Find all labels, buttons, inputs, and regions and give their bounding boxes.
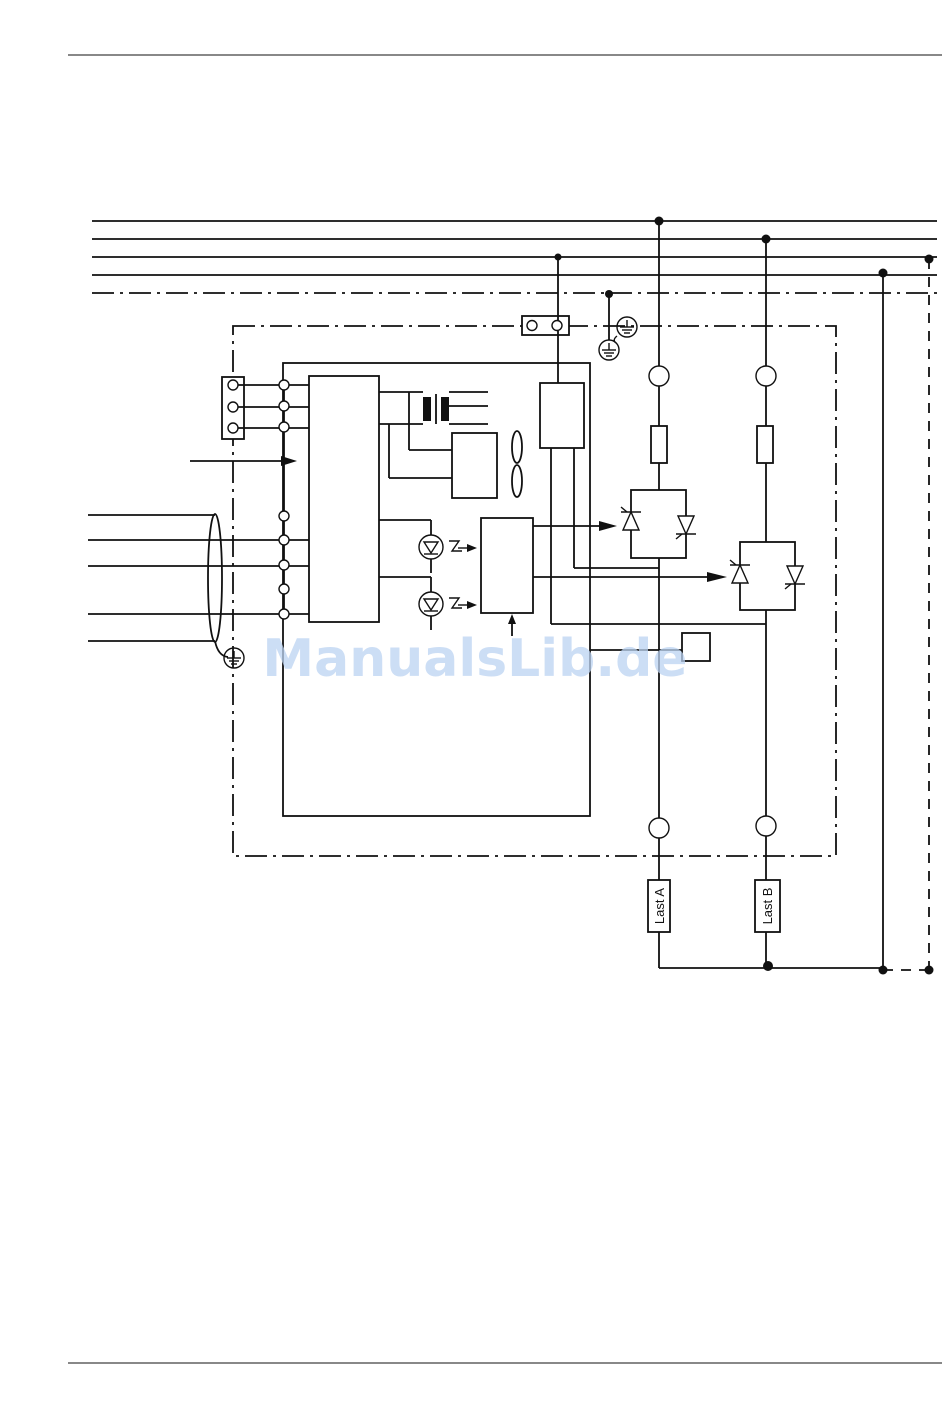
trigger-block (481, 518, 533, 613)
supply-bus (92, 217, 937, 299)
watermark: ManualsLib.de (262, 629, 687, 689)
phase-b-power-path: Last B (730, 239, 805, 968)
load-a-label: Last A (652, 888, 667, 924)
fan-icon (512, 431, 522, 497)
fan-driver-box (452, 433, 497, 498)
led-icon (419, 592, 477, 630)
transformer-icon (379, 392, 488, 424)
ground-icon (614, 317, 637, 343)
controller-block (309, 376, 379, 622)
ground-icon (224, 648, 244, 668)
return-conductors (659, 259, 934, 975)
load-b-label: Last B (760, 888, 775, 925)
power-supply-unit (540, 383, 584, 448)
left-terminal-block (222, 377, 309, 617)
ground-icon (599, 294, 619, 360)
led-icon (419, 535, 477, 573)
